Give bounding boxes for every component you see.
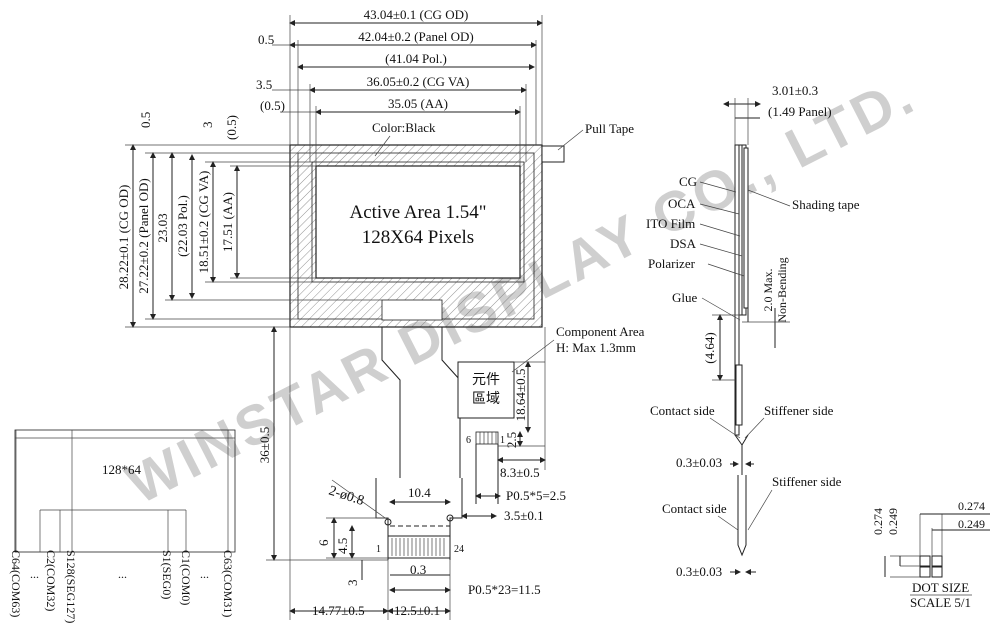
stiffener-side-bottom: Stiffener side [772, 474, 842, 489]
offset-05-top: 0.5 [258, 32, 274, 47]
component-area-line1: Component Area [556, 324, 645, 339]
dim-p05x5: P0.5*5=2.5 [506, 488, 566, 503]
component-area-line2: H: Max 1.3mm [556, 340, 636, 355]
component-box-line1: 元件 [472, 372, 500, 388]
label-s128: S128(SEG127) [64, 550, 78, 623]
side-offset-05-paren: (0.5) [224, 115, 239, 140]
dot-size-scale: SCALE 5/1 [910, 595, 971, 610]
label-c1: C1(COM0) [179, 550, 193, 605]
dot-dim-h-1: 0.274 [958, 499, 985, 513]
bend-line1: 2.0 Max. [761, 269, 775, 312]
dim-12-5: 12.5±0.1 [394, 603, 440, 618]
dim-cg-od-height: 28.22±0.1 (CG OD) [116, 185, 131, 290]
color-label: Color:Black [372, 120, 436, 135]
stiffener-side-top: Stiffener side [764, 403, 834, 418]
offset-05-paren: (0.5) [260, 98, 285, 113]
dim-p05x23: P0.5*23=11.5 [468, 582, 541, 597]
contact-side-bottom: Contact side [662, 501, 727, 516]
dim-panel-od-height: 27.22±0.2 (Panel OD) [136, 178, 151, 293]
dot-dim-v-1: 0.274 [871, 508, 885, 535]
pixel-map: 128*64 C64(COM63) C2(COM32) S128(SEG127)… [9, 429, 236, 623]
layer-glue: Glue [672, 290, 698, 305]
label-c63: C63(COM31) [221, 550, 235, 617]
dim-pol-width: (41.04 Pol.) [385, 51, 447, 66]
dim-aa-width: 35.05 (AA) [388, 96, 448, 111]
dim-cg-od-width: 43.04±0.1 (CG OD) [364, 7, 469, 22]
dot-size-title: DOT SIZE [912, 580, 969, 595]
dim-8-3: 8.3±0.5 [500, 465, 540, 480]
layer-ito: ITO Film [646, 216, 695, 231]
side-offset-3: 3 [200, 122, 215, 129]
offset-35: 3.5 [256, 77, 272, 92]
dim-cg-va-width: 36.05±0.2 (CG VA) [367, 74, 470, 89]
component-box-line2: 區域 [472, 391, 500, 407]
active-area-line1: Active Area 1.54" [349, 202, 486, 223]
dim-panel-od-width: 42.04±0.2 (Panel OD) [358, 29, 473, 44]
dim-23-03: 23.03 [155, 213, 170, 242]
shading-tape: Shading tape [792, 197, 860, 212]
dim-aa-height: 17.51 (AA) [220, 192, 235, 252]
thickness-bottom: 0.3±0.03 [676, 564, 722, 579]
pixel-map-title: 128*64 [102, 462, 142, 477]
dots-3: ... [200, 567, 209, 581]
dim-4-64: (4.64) [702, 332, 717, 363]
dot-dim-v-2: 0.249 [886, 508, 900, 535]
dim-cg-va-height: 18.51±0.2 (CG VA) [196, 171, 211, 274]
pull-tape-label: Pull Tape [585, 121, 634, 136]
dim-0-3: 0.3 [410, 562, 426, 577]
layer-polarizer: Polarizer [648, 256, 696, 271]
pin-label-1-top: 1 [500, 435, 505, 446]
dim-14-77: 14.77±0.5 [312, 603, 365, 618]
dim-3-5: 3.5±0.1 [504, 508, 544, 523]
active-area-line2: 128X64 Pixels [362, 227, 474, 248]
dim-10-4: 10.4 [408, 485, 431, 500]
label-c64: C64(COM63) [9, 550, 23, 617]
contact-side-top: Contact side [650, 403, 715, 418]
side-view: 3.01±0.3 (1.49 Panel) CG OCA ITO Film DS… [646, 83, 860, 579]
dim-4-5: 4.5 [335, 538, 350, 554]
dim-36: 36±0.5 [257, 427, 272, 463]
layer-cg: CG [679, 174, 697, 189]
dot-size: 0.274 0.249 0.274 0.249 DOT SIZE SCALE 5… [871, 499, 990, 610]
layer-dsa: DSA [670, 236, 697, 251]
dim-3-bottom: 3 [345, 580, 360, 587]
pin-label-6: 6 [466, 435, 471, 446]
pin-label-24: 24 [454, 544, 464, 555]
dim-2-5: 2.5 [504, 432, 519, 448]
dot-dim-h-2: 0.249 [958, 517, 985, 531]
layer-oca: OCA [668, 196, 696, 211]
thickness-top: 0.3±0.03 [676, 455, 722, 470]
side-offset-05: 0.5 [138, 112, 153, 128]
hole-callout: 2-ø0.8 [327, 484, 366, 509]
dim-thickness-total: 3.01±0.3 [772, 83, 818, 98]
dots-1: ... [30, 567, 39, 581]
dots-2: ... [118, 567, 127, 581]
front-view: Active Area 1.54" 128X64 Pixels Color:Bl… [116, 7, 645, 620]
dim-thickness-panel: (1.49 Panel) [768, 104, 832, 119]
dim-pol-height: (22.03 Pol.) [175, 195, 190, 257]
label-c2: C2(COM32) [44, 550, 58, 611]
pin-label-1-bottom: 1 [376, 544, 381, 555]
dim-18-64: 18.64±0.5 [513, 369, 528, 422]
bend-line2: Non-Bending [775, 257, 789, 322]
label-s1: S1(SEG0) [160, 550, 174, 599]
dim-6: 6 [316, 539, 331, 546]
